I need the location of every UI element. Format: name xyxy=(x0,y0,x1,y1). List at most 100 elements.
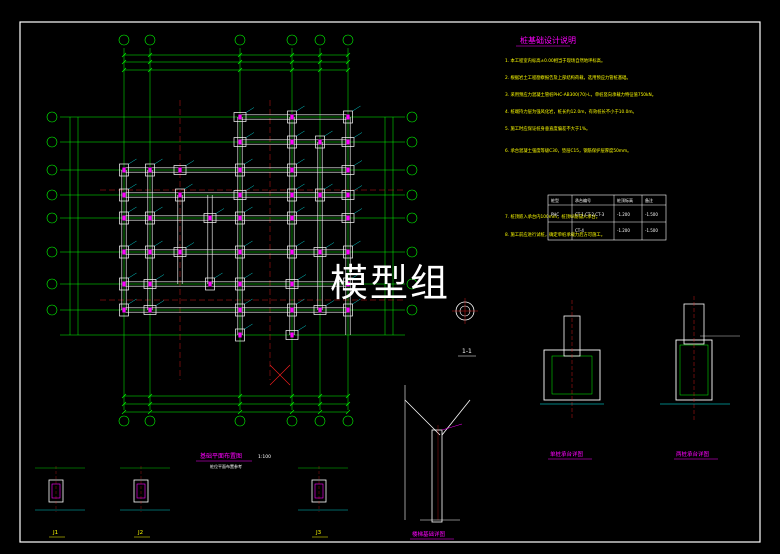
pile-cap xyxy=(233,190,247,200)
pile-cap xyxy=(119,188,129,202)
table-cell: CT-4 xyxy=(575,228,584,233)
column-mark xyxy=(148,281,152,287)
pile-cap xyxy=(233,137,247,147)
table-cell: -1.200 xyxy=(617,212,630,217)
pile-cap xyxy=(175,188,185,202)
column-mark xyxy=(238,192,242,198)
pile-cap xyxy=(205,277,215,291)
pile-cap xyxy=(235,211,245,225)
column-mark xyxy=(290,307,294,313)
column-mark xyxy=(178,192,182,198)
pile-cap xyxy=(341,213,355,223)
pile-cap xyxy=(145,245,155,259)
column-mark xyxy=(122,215,126,221)
column-mark xyxy=(208,215,212,221)
table-cell: -1.200 xyxy=(617,228,630,233)
pile-cap-detail-b: 两桩承台详图 xyxy=(660,296,740,460)
column-mark xyxy=(346,281,350,287)
column-detail: J3 xyxy=(298,466,348,538)
column-mark xyxy=(290,139,294,145)
note-item: 2. 根据岩土工程勘察报告及上部结构荷载，选用预应力管桩基础。 xyxy=(505,74,631,81)
column-mark xyxy=(122,281,126,287)
column-mark xyxy=(238,281,242,287)
pile-cap xyxy=(235,303,245,317)
column-mark xyxy=(346,167,350,173)
design-notes: 桩基础设计说明 1. 本工程室内标高±0.00相当于现场自然地坪标高。2. 根据… xyxy=(505,35,667,241)
pile-cap xyxy=(235,163,245,177)
column-mark xyxy=(208,281,212,287)
foundation-plan xyxy=(60,48,405,415)
column-mark xyxy=(346,307,350,313)
sheet-frame xyxy=(19,21,761,543)
column-mark xyxy=(290,249,294,255)
column-detail: J2 xyxy=(120,466,170,538)
column-detail-label: J1 xyxy=(52,530,58,536)
column-mark xyxy=(122,249,126,255)
pile-cap xyxy=(235,328,245,342)
column-mark xyxy=(148,167,152,173)
pile-cap xyxy=(343,303,353,317)
pile-cap xyxy=(119,245,129,259)
column-mark xyxy=(290,167,294,173)
column-mark xyxy=(178,249,182,255)
note-item: 5. 施工时应保证桩身垂直度偏差不大于1%。 xyxy=(505,125,590,132)
pile-cap xyxy=(285,279,299,289)
pile-cap xyxy=(343,277,353,291)
plan-subtitle: 桩位平面布置参考 xyxy=(210,463,242,469)
pile-cap xyxy=(145,163,155,177)
pile-cap xyxy=(341,165,355,175)
stair-foundation-detail: 楼梯基础详图 xyxy=(404,385,471,540)
plan-title-block: 基础平面布置图 1:100 桩位平面布置参考 xyxy=(196,452,271,469)
column-mark xyxy=(148,307,152,313)
notes-list: 1. 本工程室内标高±0.00相当于现场自然地坪标高。2. 根据岩土工程勘察报告… xyxy=(505,57,656,238)
pile-cap xyxy=(143,279,157,289)
pile-cap xyxy=(287,211,297,225)
table-header: 备注 xyxy=(645,197,653,203)
pile-cap-a-title: 单桩承台详图 xyxy=(550,450,584,458)
notes-title: 桩基础设计说明 xyxy=(520,35,576,45)
pile-cap xyxy=(313,305,327,315)
column-mark xyxy=(238,167,242,173)
column-detail: J1 xyxy=(35,466,85,538)
pile-cap xyxy=(203,213,217,223)
pile-cap xyxy=(287,163,297,177)
column-mark xyxy=(346,139,350,145)
column-details: J1 J2 J3 xyxy=(35,466,348,538)
section-1-1-label: 1-1 xyxy=(462,348,472,355)
stair-title: 楼梯基础详图 xyxy=(412,530,446,538)
axis-labels xyxy=(46,34,418,427)
table-cell: PHC xyxy=(551,212,559,217)
table-cell: CT-1,CT-2,CT-3 xyxy=(575,212,605,217)
table-header: 桩顶标高 xyxy=(617,197,633,203)
column-mark xyxy=(346,192,350,198)
pile-section-1-1: 1-1 xyxy=(452,298,478,357)
note-item: 8. 施工前应进行试桩，确定单桩承载力后方可施工。 xyxy=(505,231,605,238)
column-mark xyxy=(238,307,242,313)
column-mark xyxy=(148,249,152,255)
pile-cap xyxy=(235,277,245,291)
note-item: 4. 桩端持力层为强风化岩，桩长约12.0m，有效桩长不小于10.0m。 xyxy=(505,108,637,115)
column-mark xyxy=(290,192,294,198)
column-mark xyxy=(346,215,350,221)
pile-cap xyxy=(119,277,129,291)
column-mark xyxy=(346,114,350,120)
column-mark xyxy=(122,192,126,198)
pile-cap xyxy=(287,188,297,202)
pile-cap xyxy=(119,211,129,225)
column-mark xyxy=(148,215,152,221)
table-cell: -1.500 xyxy=(645,228,658,233)
pile-cap xyxy=(233,112,247,122)
pile-cap xyxy=(313,247,327,257)
column-mark xyxy=(318,192,322,198)
pile-cap xyxy=(315,188,325,202)
column-mark xyxy=(238,215,242,221)
pile-cap xyxy=(119,303,129,317)
pile-cap xyxy=(287,110,297,124)
pile-cap xyxy=(287,303,297,317)
column-mark xyxy=(290,332,294,338)
pile-cap xyxy=(145,211,155,225)
column-mark xyxy=(290,215,294,221)
column-mark xyxy=(238,249,242,255)
pile-cap xyxy=(341,137,355,147)
